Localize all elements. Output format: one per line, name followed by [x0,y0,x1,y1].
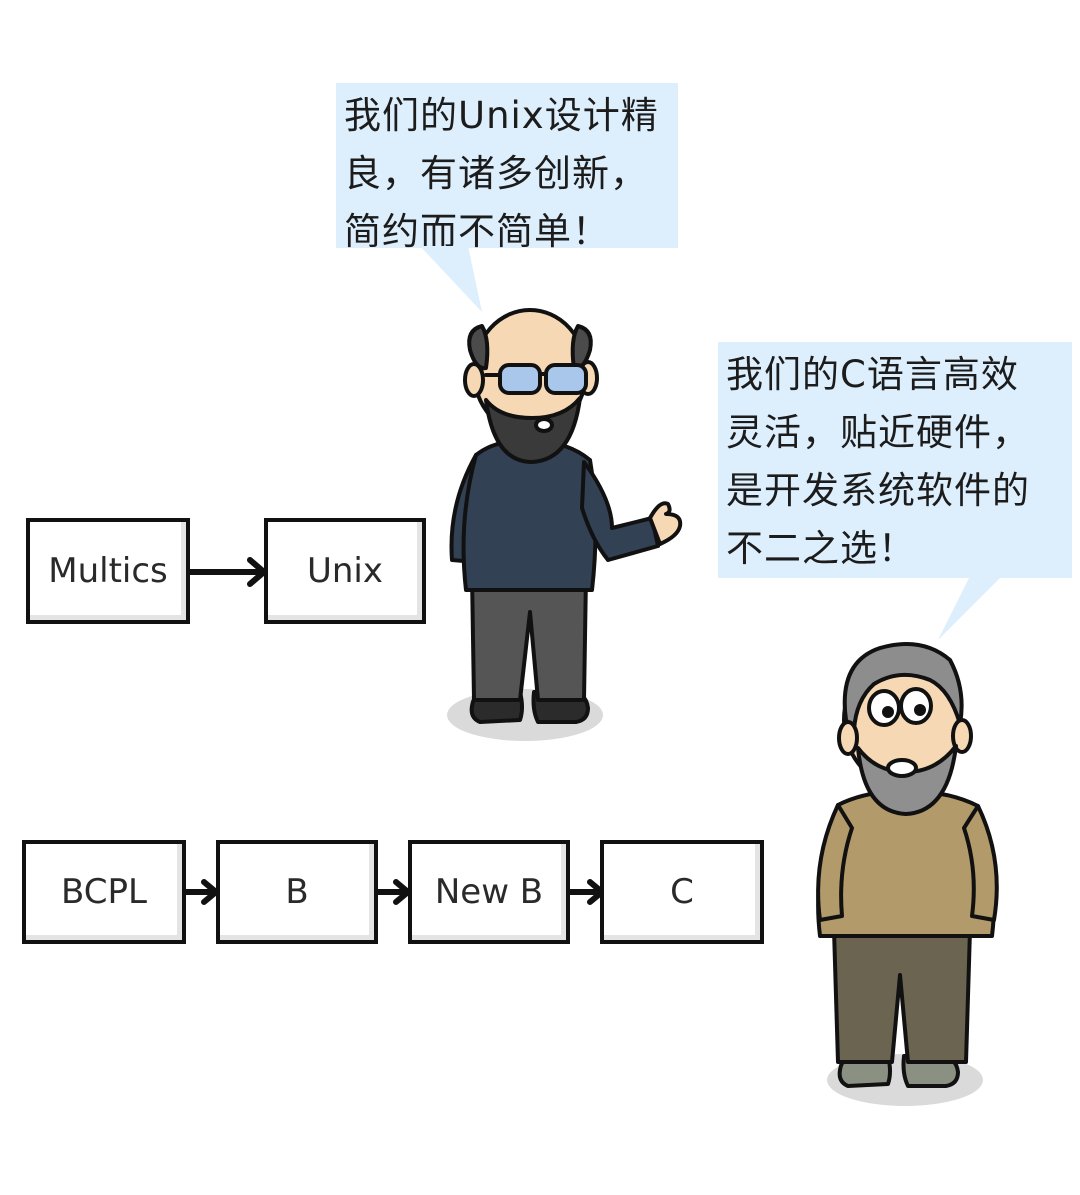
glasses-lens-left [498,363,542,395]
hand-right [648,501,683,546]
box-label: BCPL [61,872,147,912]
arrow-bcpl-b [183,879,219,905]
bubble-line: 简约而不简单！ [344,210,610,253]
arrow-b-newb [375,879,411,905]
beard [484,396,582,464]
box-label: B [285,872,309,912]
pupil-right [914,704,926,716]
bubble-line: 是开发系统软件的 [726,469,1030,512]
mouth [534,417,554,433]
bubble-line: 我们的C语言高效 [726,353,1019,396]
box-label: C [670,872,694,912]
pants [832,928,972,1064]
mouth [886,758,918,778]
bubble-line: 灵活，贴近硬件， [726,411,1030,454]
box-new-b: New B [408,840,570,944]
box-bcpl: BCPL [22,840,186,944]
ear-left [837,720,859,756]
box-label: Multics [48,551,168,591]
bubble-line: 良，有诸多创新， [344,152,648,195]
arrow-multics-unix [187,557,267,587]
hair-left [467,324,490,371]
box-multics: Multics [26,518,190,624]
bubble-tail-ritchie [938,576,1002,640]
arm-left [816,803,854,922]
box-label: New B [434,872,544,912]
pupil-left [882,706,894,718]
speech-bubble-thompson: 我们的Unix设计精 良，有诸多创新， 简约而不简单！ [336,83,678,253]
arm-right [962,804,999,922]
box-b: B [216,840,378,944]
box-label: Unix [306,551,383,591]
ritchie-figure [816,642,999,1106]
glasses-lens-right [544,363,588,395]
ear-left [463,362,485,398]
box-unix: Unix [264,518,426,624]
box-c: C [600,840,764,944]
ear-right [951,718,973,754]
speech-bubble-ritchie: 我们的C语言高效 灵活，贴近硬件， 是开发系统软件的 不二之选！ [718,342,1072,578]
thompson-figure [447,308,683,741]
bubble-line: 我们的Unix设计精 [344,94,659,137]
arrow-newb-c [567,879,605,905]
bubble-tail-thompson [420,246,482,312]
bubble-line: 不二之选！ [726,527,916,570]
hair-right [570,324,593,371]
pants [470,573,588,702]
